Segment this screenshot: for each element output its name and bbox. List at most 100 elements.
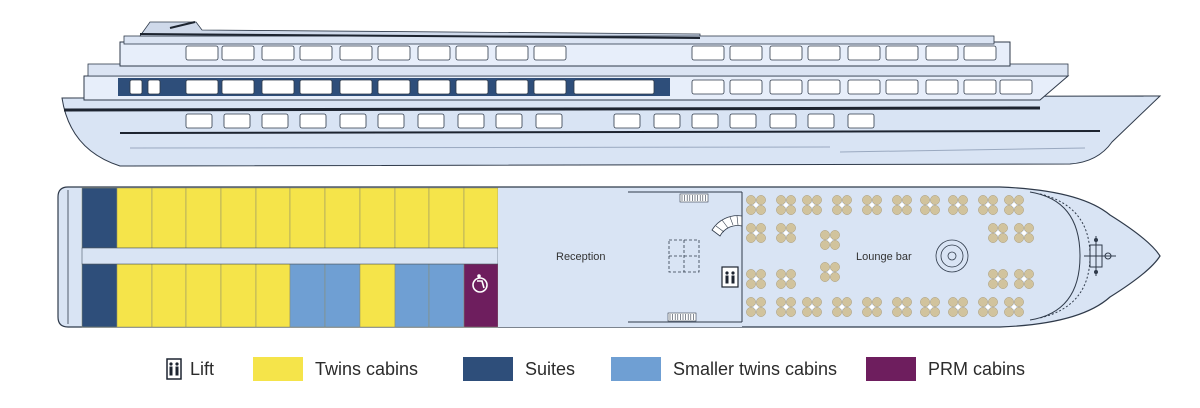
- window: [299, 113, 327, 129]
- legend-prm-label: PRM cabins: [928, 358, 1026, 379]
- bottom-cabin-twins: [359, 263, 396, 328]
- window: [185, 45, 219, 61]
- top-cabin-twins: [289, 187, 326, 249]
- lounge-table: [892, 195, 912, 215]
- lounge-table: [776, 269, 796, 289]
- lounge-table: [988, 223, 1008, 243]
- window: [847, 113, 875, 129]
- top-cabin-twins: [185, 187, 222, 249]
- window: [533, 45, 567, 61]
- lounge-tables: [746, 195, 1034, 317]
- window: [495, 45, 529, 61]
- legend-prm-swatch: [866, 357, 916, 381]
- window: [221, 45, 255, 61]
- window: [417, 79, 451, 95]
- window: [729, 79, 763, 95]
- window: [535, 113, 563, 129]
- lounge-table: [832, 297, 852, 317]
- lounge-table: [832, 195, 852, 215]
- bottom-cabin-smaller-twins: [324, 263, 361, 328]
- window: [613, 113, 641, 129]
- lounge-table: [988, 269, 1008, 289]
- bottom-cabin-smaller-twins: [428, 263, 465, 328]
- lounge-table: [746, 269, 766, 289]
- window: [377, 79, 411, 95]
- window: [185, 79, 219, 95]
- window: [691, 45, 725, 61]
- legend-smaller-twins-label: Smaller twins cabins: [673, 358, 838, 379]
- window: [299, 79, 333, 95]
- lounge-bar-label: Lounge bar: [856, 251, 912, 263]
- window: [729, 113, 757, 129]
- legend-smaller-twins-swatch: [611, 357, 661, 381]
- legend-twins: Twins cabins: [253, 352, 418, 386]
- window: [807, 79, 841, 95]
- reception-label: Reception: [556, 251, 606, 263]
- lounge-table: [920, 297, 940, 317]
- window: [653, 113, 681, 129]
- window: [769, 79, 803, 95]
- lounge-table: [802, 297, 822, 317]
- window: [769, 45, 803, 61]
- reception-desk-grid: [668, 239, 700, 273]
- window: [457, 113, 485, 129]
- top-cabin-twins: [394, 187, 430, 249]
- legend-prm: PRM cabins: [866, 352, 1025, 386]
- window: [807, 45, 841, 61]
- lounge-table: [948, 195, 968, 215]
- legend: Lift Twins cabins Suites Smaller twins c…: [0, 352, 1200, 386]
- legend-twins-label: Twins cabins: [315, 358, 419, 379]
- window: [885, 79, 919, 95]
- top-cabin-twins: [116, 187, 153, 249]
- window: [129, 79, 143, 95]
- lounge-table: [978, 297, 998, 317]
- window: [261, 45, 295, 61]
- lift-icon: [721, 266, 739, 288]
- window: [847, 45, 881, 61]
- cabin-corridor: [81, 247, 499, 265]
- window: [769, 113, 797, 129]
- spiral-staircase-icon: [711, 215, 743, 237]
- window: [417, 113, 445, 129]
- top-cabin-twins: [324, 187, 361, 249]
- legend-lift: Lift: [166, 352, 214, 386]
- stairs-bottom-icon: [667, 312, 697, 322]
- ship-side-profile: [61, 21, 1162, 167]
- window: [807, 113, 835, 129]
- window: [691, 113, 719, 129]
- window: [185, 113, 213, 129]
- top-cabin-twins: [463, 187, 499, 249]
- lounge-table: [802, 195, 822, 215]
- lounge-table: [1004, 195, 1024, 215]
- lounge-table: [862, 297, 882, 317]
- window: [729, 45, 763, 61]
- window: [339, 79, 373, 95]
- bottom-cabin-twins: [220, 263, 257, 328]
- bottom-cabin-prm: [463, 263, 499, 328]
- window: [847, 79, 881, 95]
- upper-windows: [185, 45, 997, 61]
- legend-suites-label: Suites: [525, 358, 576, 379]
- window: [533, 79, 567, 95]
- top-cabin-twins: [359, 187, 396, 249]
- window: [455, 45, 489, 61]
- top-cabin-twins: [428, 187, 465, 249]
- top-cabin-twins: [255, 187, 291, 249]
- window: [261, 79, 295, 95]
- legend-suites: Suites: [463, 352, 575, 386]
- window: [495, 113, 523, 129]
- window: [885, 45, 919, 61]
- lounge-table: [892, 297, 912, 317]
- top-cabin-twins: [151, 187, 187, 249]
- legend-suites-swatch: [463, 357, 513, 381]
- legend-smaller-twins: Smaller twins cabins: [611, 352, 837, 386]
- window: [691, 79, 725, 95]
- stairs-top-icon: [679, 193, 709, 203]
- bottom-cabin-smaller-twins: [394, 263, 430, 328]
- wheelchair-icon: [472, 274, 488, 293]
- lounge-table: [948, 297, 968, 317]
- bottom-cabin-twins: [151, 263, 187, 328]
- lounge-table: [1014, 223, 1034, 243]
- lower-windows: [185, 113, 875, 129]
